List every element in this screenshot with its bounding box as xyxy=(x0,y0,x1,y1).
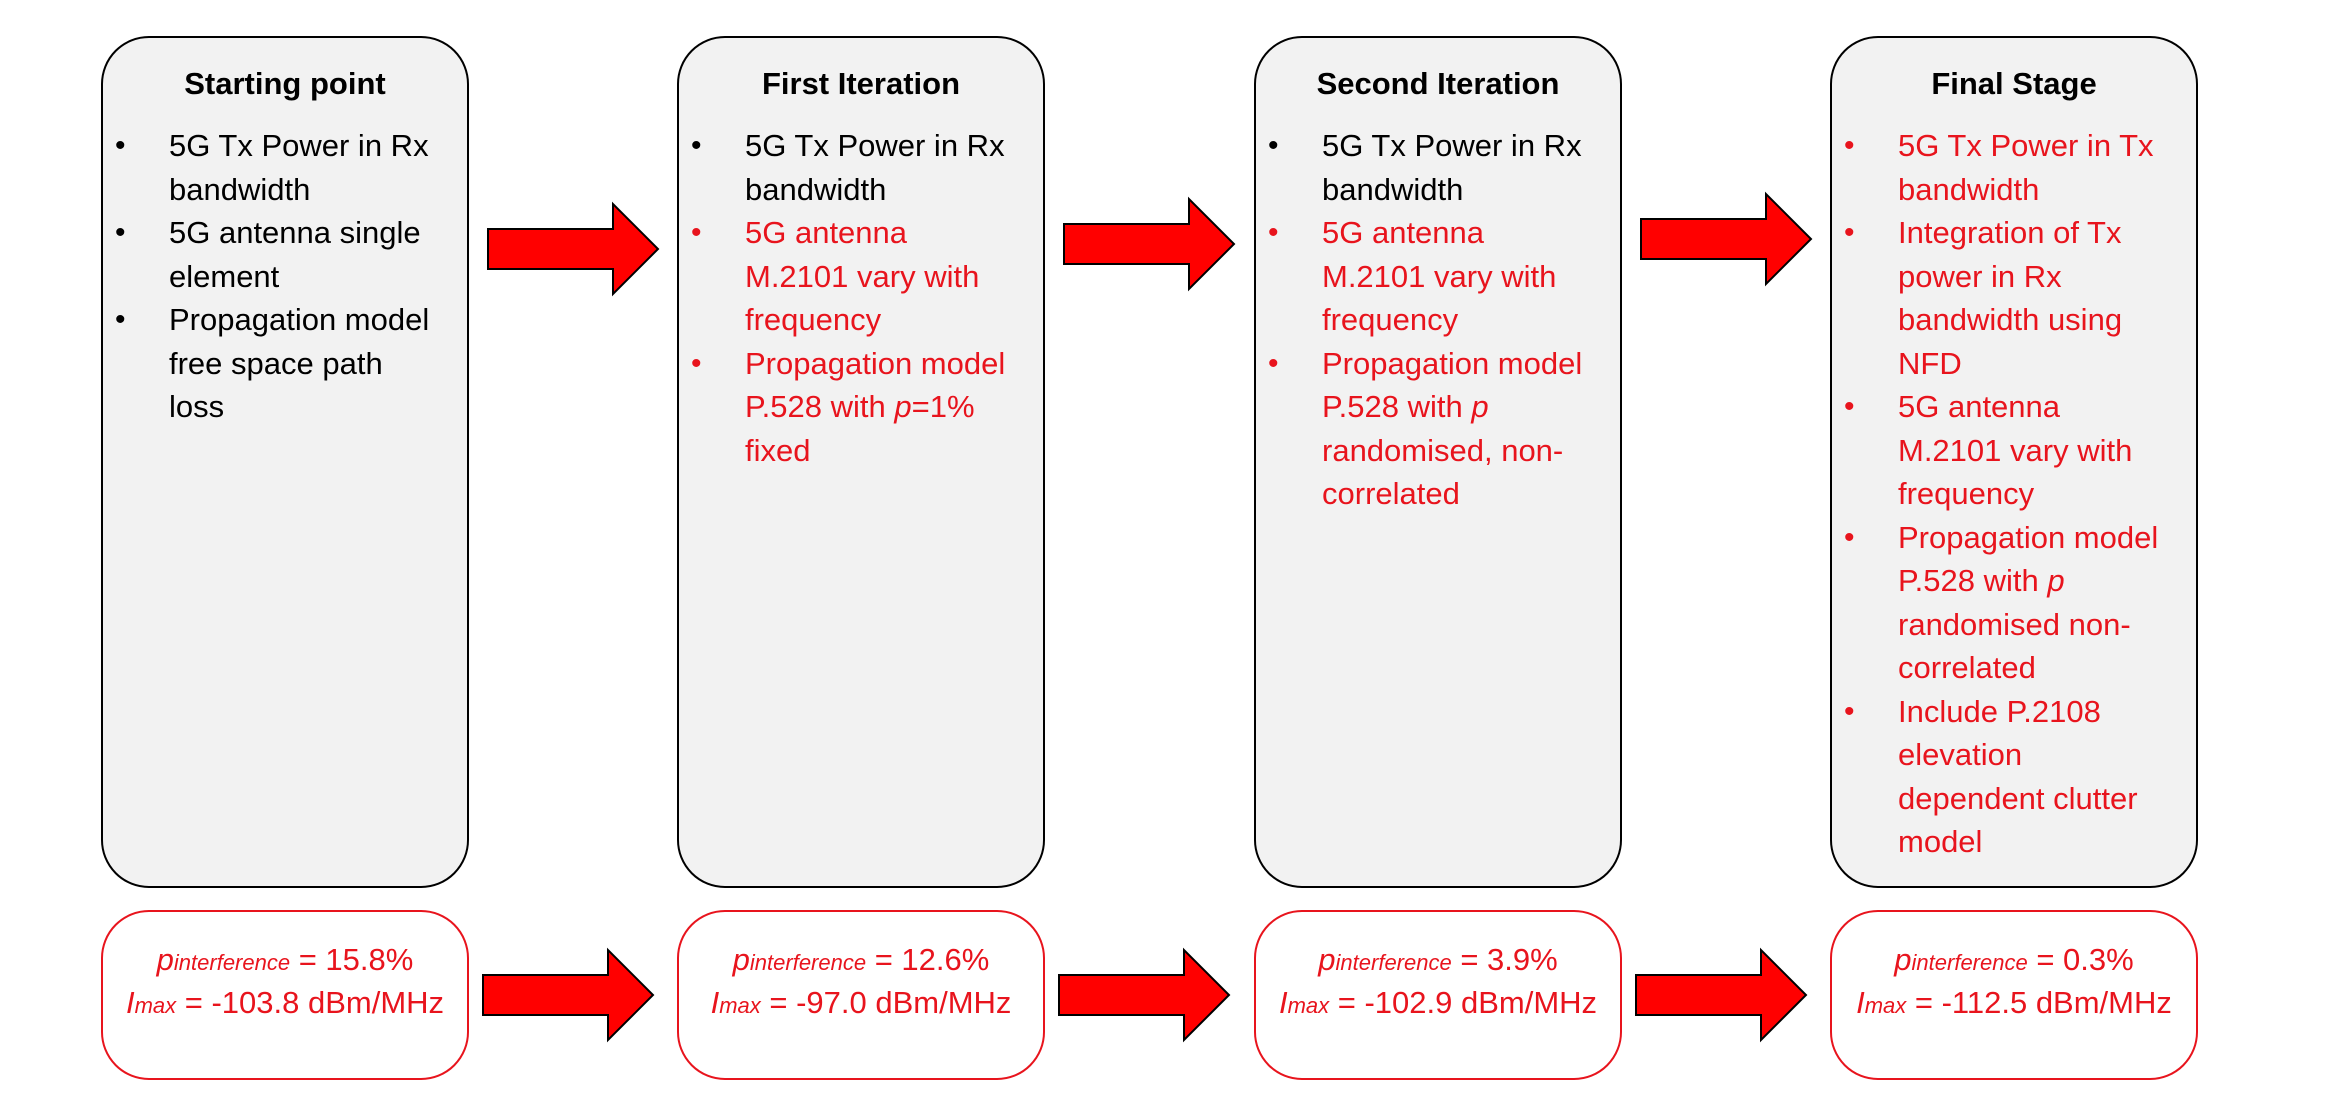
stage-title: First Iteration xyxy=(761,66,961,101)
i-subscript: max xyxy=(1287,993,1330,1018)
p-subscript: interference xyxy=(749,950,867,975)
i-value: = -103.8 dBm/MHz xyxy=(176,985,445,1020)
i-max-line: Imax = -102.9 dBm/MHz xyxy=(1256,983,1620,1026)
stage-second-iteration: Second Iteration 5G Tx Power in Rxbandwi… xyxy=(1254,36,1622,888)
i-subscript: max xyxy=(1864,993,1907,1018)
p-value: = 12.6% xyxy=(866,942,990,977)
i-subscript: max xyxy=(134,993,177,1018)
result-first-iteration: pinterference = 12.6% Imax = -97.0 dBm/M… xyxy=(677,910,1045,1080)
stage-title: Final Stage xyxy=(1931,66,2097,101)
right-arrow-icon xyxy=(1058,947,1231,1043)
i-subscript: max xyxy=(719,993,761,1018)
i-symbol: I xyxy=(1856,985,1865,1020)
i-symbol: I xyxy=(1278,985,1288,1020)
result-starting-point: pinterference = 15.8% Imax = -103.8 dBm/… xyxy=(101,910,469,1080)
p-subscript: interference xyxy=(173,950,291,975)
p-symbol: p xyxy=(1318,942,1336,977)
i-max-line: Imax = -103.8 dBm/MHz xyxy=(103,983,467,1026)
p-interference-line: pinterference = 12.6% xyxy=(679,940,1043,983)
i-value: = -112.5 dBm/MHz xyxy=(1906,985,2172,1020)
stage-starting-point: Starting point 5G Tx Power in Rxbandwidt… xyxy=(101,36,469,888)
stage-title: Starting point xyxy=(184,66,386,101)
right-arrow-icon xyxy=(1063,196,1236,292)
right-arrow-icon xyxy=(1640,191,1813,287)
i-value: = -102.9 dBm/MHz xyxy=(1329,985,1598,1020)
p-interference-line: pinterference = 3.9% xyxy=(1256,940,1620,983)
result-second-iteration: pinterference = 3.9% Imax = -102.9 dBm/M… xyxy=(1254,910,1622,1080)
p-value: = 3.9% xyxy=(1451,942,1558,977)
p-value: = 0.3% xyxy=(2027,942,2134,977)
right-arrow-icon xyxy=(1635,947,1808,1043)
i-value: = -97.0 dBm/MHz xyxy=(760,985,1012,1020)
p-subscript: interference xyxy=(1911,950,2028,975)
p-value: = 15.8% xyxy=(290,942,414,977)
p-interference-line: pinterference = 15.8% xyxy=(103,940,467,983)
p-symbol: p xyxy=(732,942,750,977)
p-symbol: p xyxy=(1894,942,1912,977)
i-symbol: I xyxy=(125,985,135,1020)
stage-first-iteration: First Iteration 5G Tx Power in Rxbandwid… xyxy=(677,36,1045,888)
p-interference-line: pinterference = 0.3% xyxy=(1832,940,2196,983)
i-max-line: Imax = -112.5 dBm/MHz xyxy=(1832,983,2196,1026)
i-symbol: I xyxy=(710,985,720,1020)
right-arrow-icon xyxy=(487,201,660,297)
p-symbol: p xyxy=(156,942,174,977)
result-final: pinterference = 0.3% Imax = -112.5 dBm/M… xyxy=(1830,910,2198,1080)
stage-title: Second Iteration xyxy=(1316,66,1560,101)
right-arrow-icon xyxy=(482,947,655,1043)
i-max-line: Imax = -97.0 dBm/MHz xyxy=(679,983,1043,1026)
p-subscript: interference xyxy=(1335,950,1452,975)
